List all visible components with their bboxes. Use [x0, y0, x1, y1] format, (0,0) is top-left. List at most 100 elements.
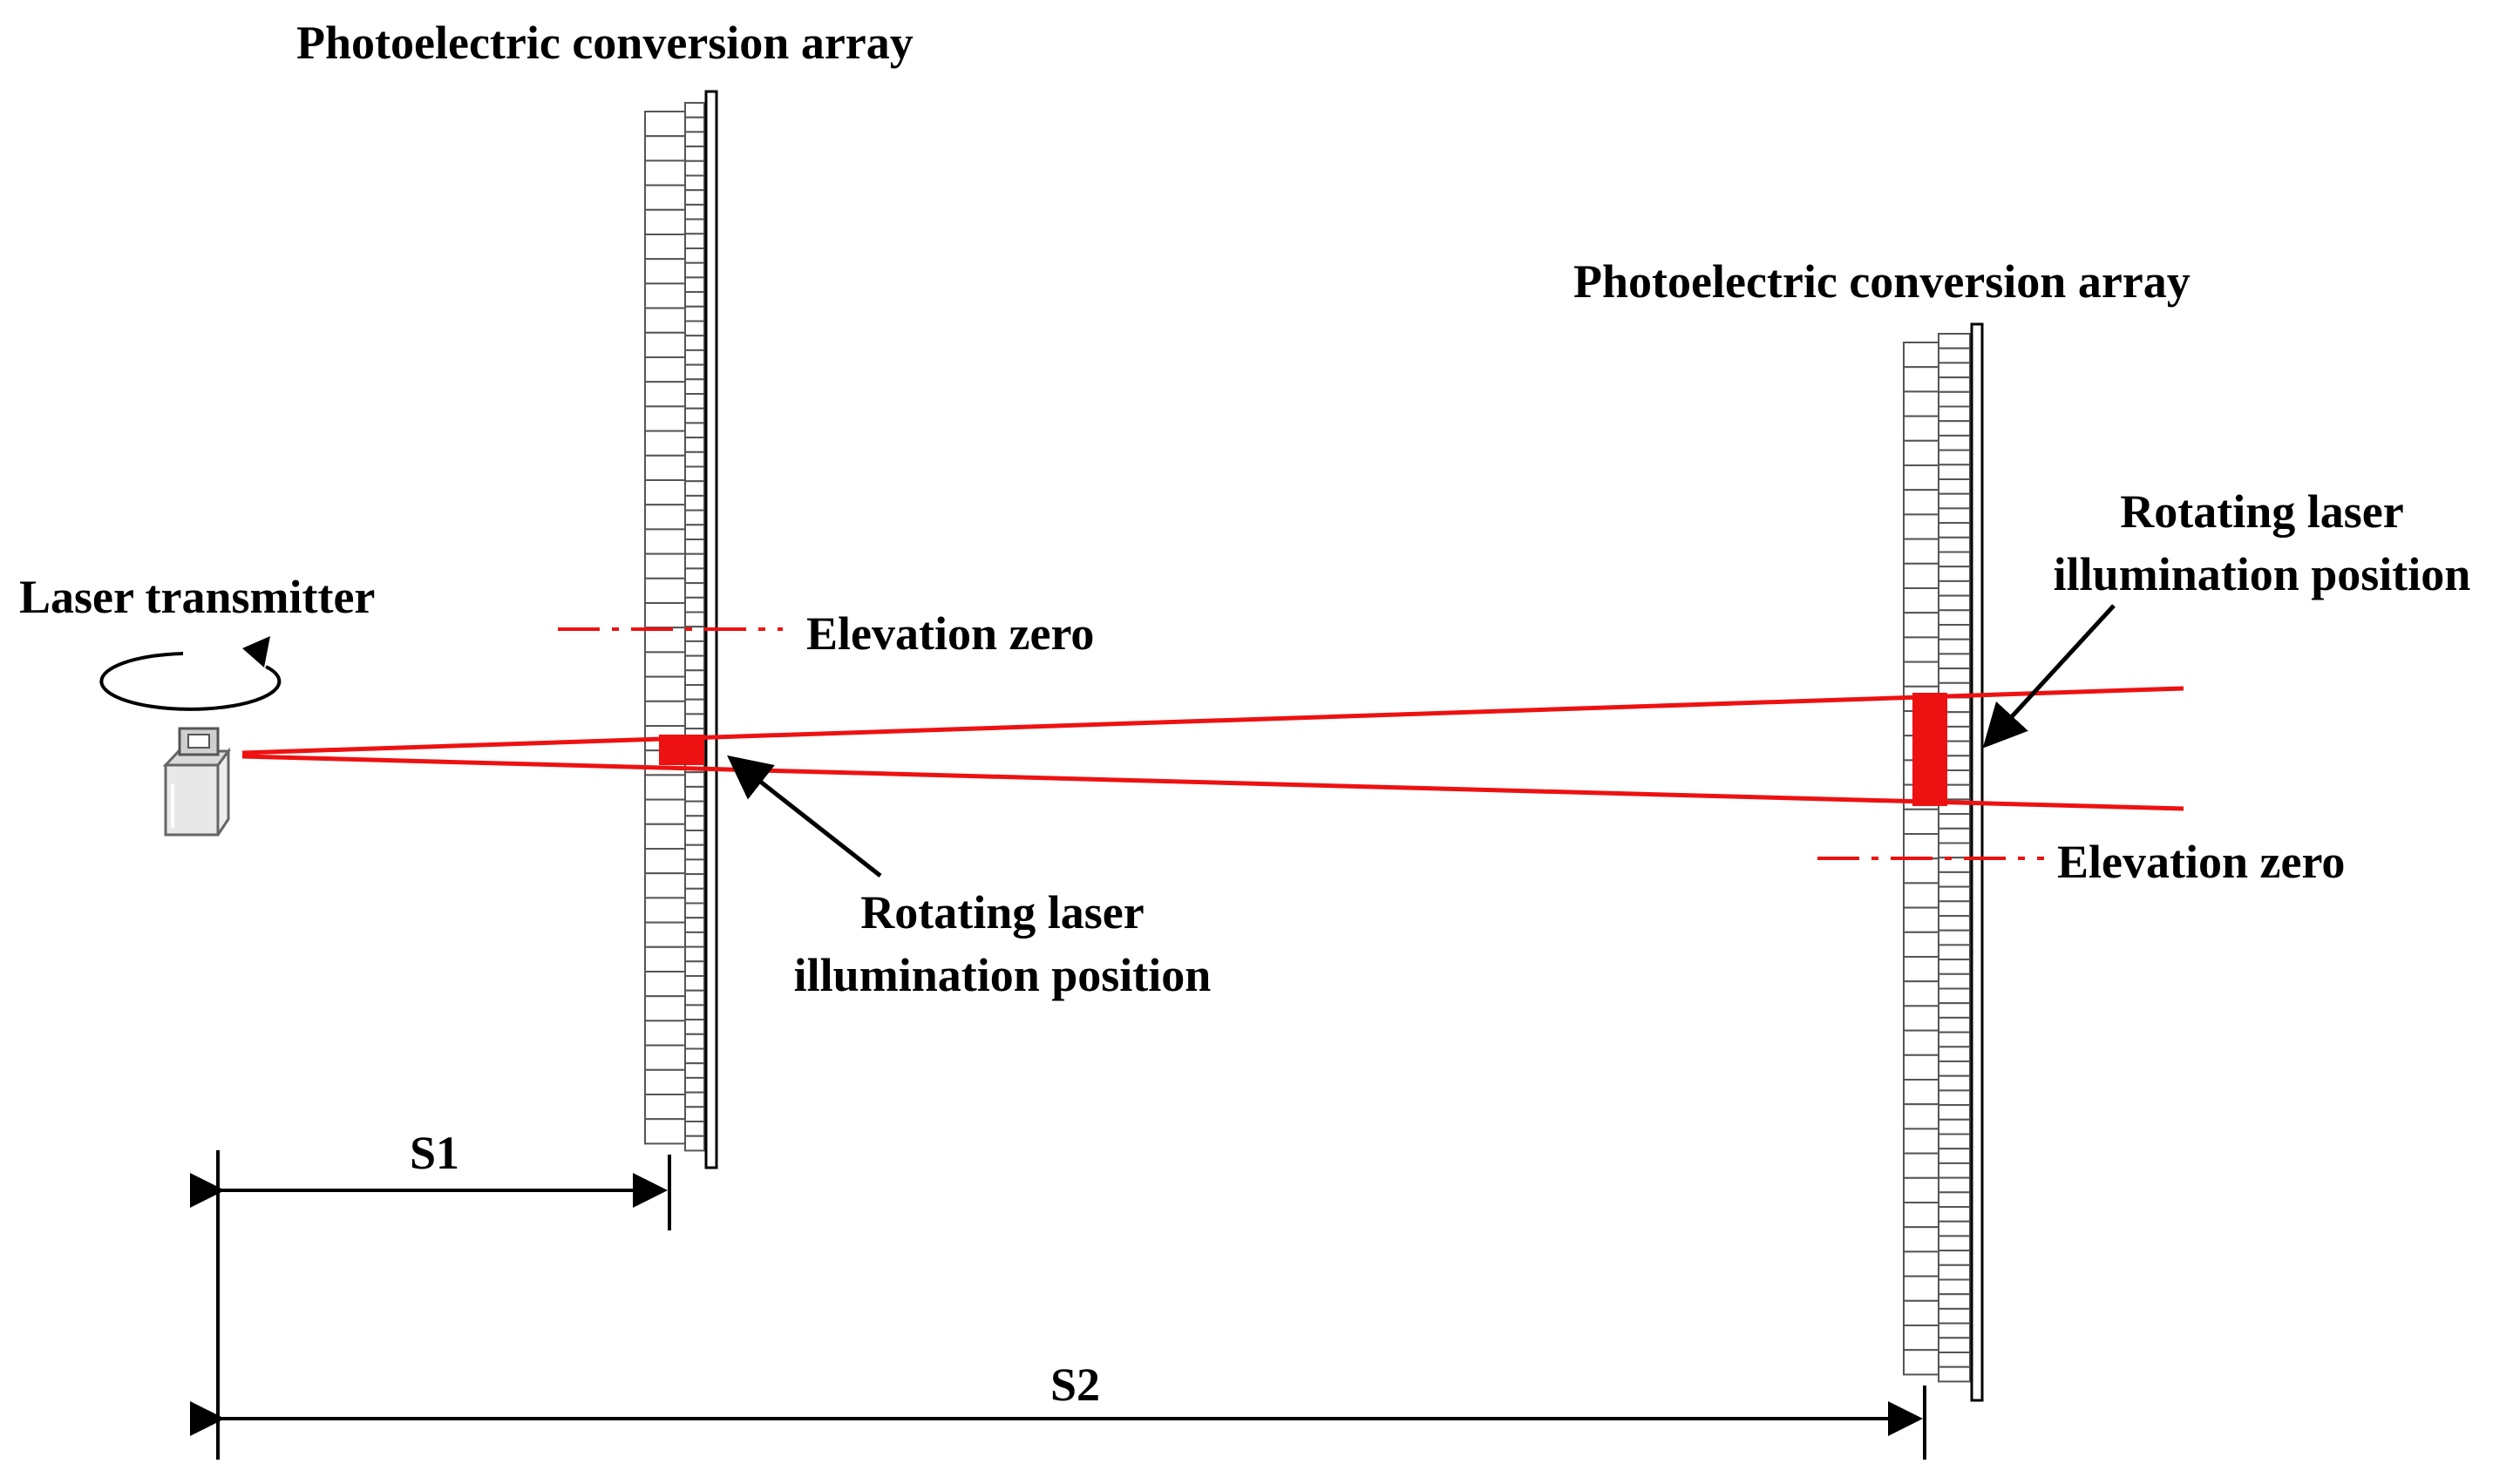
array-1-cell-40: [644, 1094, 686, 1121]
array-1-strip-cell-50: [684, 830, 705, 846]
array-1-strip-cell-41: [684, 698, 705, 715]
elevation-zero-label-2: Elevation zero: [2057, 836, 2346, 888]
array-1-strip-cell-53: [684, 873, 705, 890]
array-2-cell-13: [1903, 661, 1939, 688]
array-2-cell-8: [1903, 538, 1939, 565]
array-2-strip-cell-66: [1938, 1293, 1971, 1310]
array-2-strip-cell-47: [1938, 1016, 1971, 1033]
array-1-cell-29: [644, 823, 686, 850]
array-1-strip-cell-56: [684, 917, 705, 933]
array-1-strip-cell-13: [684, 291, 705, 308]
array-1-strip-cell-16: [684, 335, 705, 351]
array-2-strip-cell-51: [1938, 1074, 1971, 1092]
array-1-cell-2: [644, 159, 686, 186]
array-1-strip-cell-17: [684, 349, 705, 366]
array-1-strip-cell-71: [684, 1135, 705, 1152]
array-1-cell-21: [644, 627, 686, 654]
array-2-strip-cell-42: [1938, 944, 1971, 961]
array-2-strip-cell-23: [1938, 667, 1971, 684]
array-2-cell-10: [1903, 587, 1939, 614]
array-2-cell-25: [1903, 956, 1939, 983]
illumination-label-2-line1: Rotating laser: [2120, 485, 2404, 538]
array-1-strip-cell-10: [684, 247, 705, 264]
array-1-cell-22: [644, 651, 686, 678]
array-1-strip-cell-60: [684, 975, 705, 992]
illumination-label-1-line1: Rotating laser: [860, 886, 1145, 939]
array-1-strip-cell-64: [684, 1033, 705, 1050]
array-2-strip-cell-0: [1938, 333, 1971, 349]
laser-beam-upper: [241, 686, 2184, 756]
array-1-strip-cell-18: [684, 363, 705, 381]
array-1-cell-15: [644, 479, 686, 506]
array-2-cell-28: [1903, 1029, 1939, 1056]
array-2-strip-cell-22: [1938, 653, 1971, 670]
array-2-cell-31: [1903, 1103, 1939, 1130]
array-1-cell-17: [644, 528, 686, 555]
array-2-cell-22: [1903, 882, 1939, 909]
array-2-strip-cell-45: [1938, 987, 1971, 1005]
array-1-cell-6: [644, 258, 686, 285]
array-2-cell-24: [1903, 931, 1939, 959]
array-1-strip-cell-24: [684, 451, 705, 468]
array-1-strip-cell-7: [684, 203, 705, 220]
array-1-strip-cell-66: [684, 1062, 705, 1079]
array-2-strip-cell-65: [1938, 1278, 1971, 1296]
laser-transmitter-device: [162, 727, 231, 837]
array-1-strip-cell-57: [684, 931, 705, 948]
array-1-cell-11: [644, 381, 686, 408]
array-2-hit-band: [1912, 693, 1947, 806]
array-2-strip-cell-64: [1938, 1264, 1971, 1281]
array-1-strip-cell-31: [684, 552, 705, 570]
elevation-zero-label-1: Elevation zero: [806, 607, 1095, 660]
array-2-cell-33: [1903, 1152, 1939, 1179]
array-1-strip-cell-63: [684, 1019, 705, 1035]
array-1-cell-34: [644, 945, 686, 973]
array-2-strip-cell-55: [1938, 1133, 1971, 1150]
array-1-cell-28: [644, 798, 686, 825]
illumination-label-1: Rotating laser illumination position: [750, 889, 1255, 999]
array-2-cell-20: [1903, 833, 1939, 860]
array-1-cell-18: [644, 552, 686, 579]
array-2-cell-5: [1903, 464, 1939, 491]
array-2-strip-cell-69: [1938, 1337, 1971, 1354]
pointer-arrow-1: [727, 755, 882, 878]
array-2-strip-cell-17: [1938, 579, 1971, 597]
array-2-cell-41: [1903, 1349, 1939, 1376]
array-1-cell-35: [644, 971, 686, 998]
array-2-cell-2: [1903, 390, 1939, 417]
array-2-cell-12: [1903, 636, 1939, 663]
array-2-cell-30: [1903, 1079, 1939, 1106]
array-1-cell-3: [644, 184, 686, 211]
array-1-strip-cell-38: [684, 654, 705, 672]
array-1-strip-cell-58: [684, 945, 705, 963]
array-2-cell-0: [1903, 342, 1939, 369]
array-2-cell-9: [1903, 562, 1939, 589]
s2-label: S2: [1050, 1359, 1101, 1411]
array-2-cell-4: [1903, 439, 1939, 466]
array-2-strip-cell-70: [1938, 1352, 1971, 1368]
array-2-strip-cell-44: [1938, 972, 1971, 990]
array-1-strip-cell-67: [684, 1076, 705, 1094]
laser-beam-lower: [241, 754, 2184, 811]
array-2-strip-cell-8: [1938, 449, 1971, 466]
array-1-strip-cell-52: [684, 858, 705, 876]
array-1-strip-cell-27: [684, 494, 705, 512]
array-1-cell-30: [644, 848, 686, 875]
array-1-strip-cell-11: [684, 261, 705, 279]
array-1-strip-cell-39: [684, 669, 705, 686]
array-2-strip-cell-11: [1938, 492, 1971, 510]
array-2-strip-cell-34: [1938, 827, 1971, 844]
array-1-strip-cell-34: [684, 596, 705, 613]
array-2-strip-cell-9: [1938, 464, 1971, 480]
array-1-strip-cell-19: [684, 378, 705, 395]
array-2-strip-cell-38: [1938, 885, 1971, 903]
array-2-strip-cell-41: [1938, 929, 1971, 946]
photoelectric-array-1: [644, 90, 718, 1169]
array-1-strip-cell-5: [684, 174, 705, 192]
array-1-strip-cell-2: [684, 131, 705, 148]
array-1-strip-cell-15: [684, 320, 705, 337]
array-2-strip-cell-19: [1938, 609, 1971, 626]
array-1-strip-cell-3: [684, 146, 705, 162]
array-1-strip-cell-8: [684, 218, 705, 235]
array-1-strip-cell-51: [684, 844, 705, 861]
